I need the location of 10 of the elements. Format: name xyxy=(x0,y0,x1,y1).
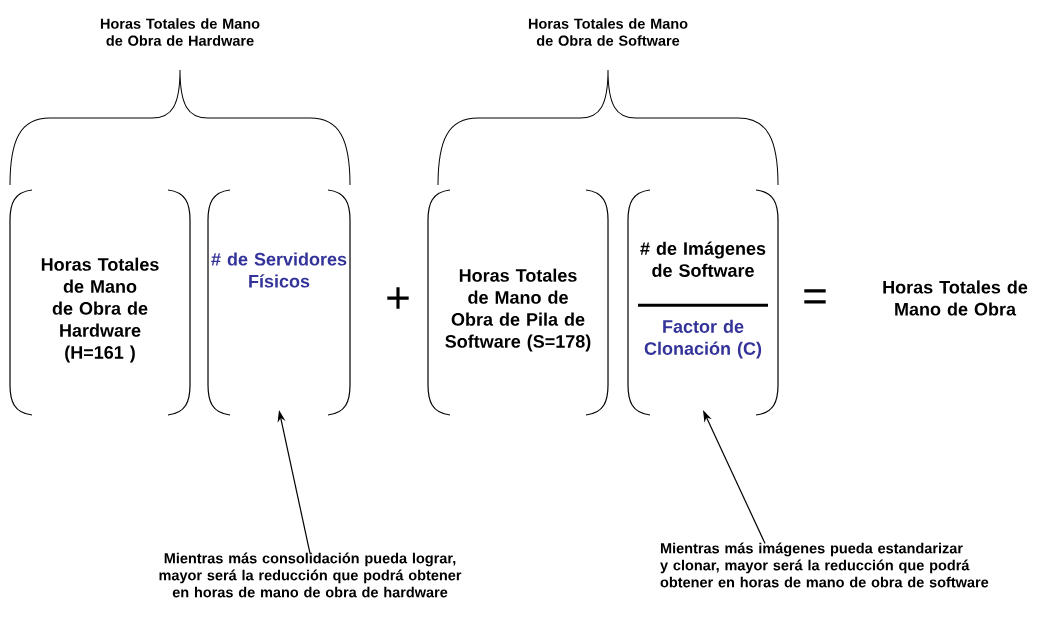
brace-label: Horas Totales de Mano de Obra de Software xyxy=(528,18,688,46)
bracket-box: # de Servidores Físicos xyxy=(207,189,351,416)
annotation-text: Mientras más consolidación pueda lograr, mayor será la reducción que podrá obtener en horas de mano de obra de hardware xyxy=(159,552,462,598)
annotation-text: Mientras más imágenes pueda estandarizar y clonar, mayor será la reducción que podrá obtener en horas de mano de obra de software xyxy=(660,542,989,588)
result-label: Horas Totales de Mano de Obra xyxy=(883,280,1028,316)
brace-label: Horas Totales de Mano de Obra de Hardware xyxy=(100,18,260,46)
plus-sign: + xyxy=(387,287,409,309)
bracket-box: Horas Totales de Mano de Obra de Hardware (H=161 ) xyxy=(9,189,191,416)
bracket-box: Horas Totales de Mano de Obra de Pila de Software (S=178) xyxy=(427,189,609,416)
bracket-box: # de Imágenes de Software Factor de Clonación (C) xyxy=(627,189,779,416)
